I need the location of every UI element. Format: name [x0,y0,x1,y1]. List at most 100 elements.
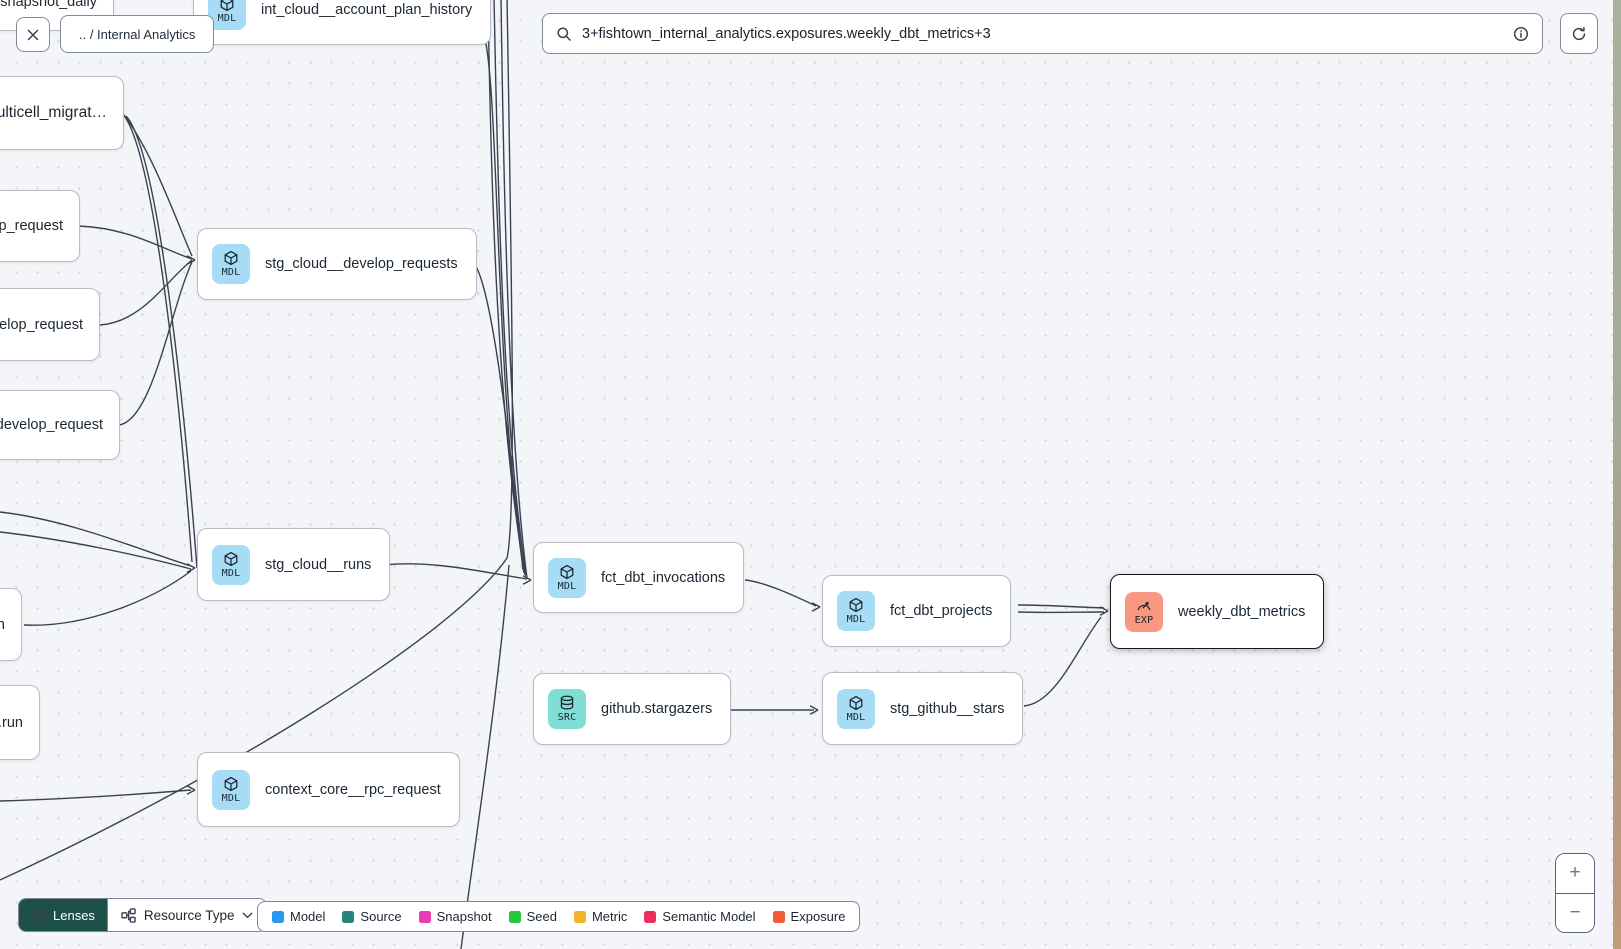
model-badge: MDL [548,557,586,598]
node-label: stg_cloud__develop_requests [265,256,458,272]
edge [460,564,510,949]
model-badge: MDL [837,688,875,729]
model-cube-icon [224,551,238,566]
model-cube-icon [849,695,863,710]
model-badge: MDL [837,591,875,631]
info-icon[interactable] [1513,26,1529,42]
node-label: stg_cloud__runs [265,556,372,573]
resource-type-sitemap-icon [121,907,136,923]
search-query: 3+fishtown_internal_analytics.exposures.… [582,25,991,42]
close-button[interactable] [16,17,50,52]
edge [120,111,193,563]
node-context-core-rpc-request[interactable]: MDL context_core__rpc_request [197,752,460,827]
node-label: weekly_dbt_metrics [1178,603,1306,620]
source-swatch [342,910,355,923]
model-cube-icon [224,776,238,791]
node-stg-cloud-develop-requests[interactable]: MDL stg_cloud__develop_requests [197,228,477,300]
edge [0,511,192,567]
refresh-icon [1572,26,1586,40]
node-label: p_request [0,218,63,234]
edge [99,259,193,326]
node-int-cloud-account-plan-history[interactable]: MDL int_cloud__account_plan_history [193,0,492,45]
edge [493,0,527,577]
source-database-icon [560,695,574,710]
edge [744,579,817,607]
source-badge: SRC [548,689,586,729]
seed-swatch [508,910,521,923]
node-weekly-dbt-metrics[interactable]: EXP weekly_dbt_metrics [1110,574,1325,649]
node-fct-dbt-projects[interactable]: MDL fct_dbt_projects [822,575,1012,647]
edge [0,789,192,802]
lenses-button[interactable]: Lenses [19,899,107,931]
lenses-toolbar: Lenses Resource Type [18,898,268,932]
legend-item-source: Source [342,909,402,924]
node-multicell-migrat[interactable]: multicell_migrat… [0,76,124,150]
node-label: snapshot_daily [0,0,97,10]
edge [500,0,528,579]
close-icon [27,29,39,40]
legend-item-model: Model [272,909,325,924]
zoom-in-button[interactable]: + [1556,854,1594,894]
node-label: fct_dbt_invocations [601,569,726,586]
resource-type-button[interactable]: Resource Type [106,899,267,931]
model-cube-icon [224,250,238,266]
lenses-aperture-icon [31,908,46,922]
edge [23,570,192,626]
resource-type-legend: Model Source Snapshot Seed Metric Semant… [257,901,861,932]
search-icon [557,26,571,41]
node-label: stg_github__stars [890,700,1005,717]
edge [468,258,524,571]
node-develop-request[interactable]: develop_request [0,390,120,460]
node-velop-request[interactable]: velop_request [0,288,100,361]
chevron-down-icon [243,912,253,918]
breadcrumb[interactable]: .. / Internal Analytics [60,15,215,53]
resource-type-label: Resource Type [143,907,235,923]
metric-swatch [573,910,586,923]
edge [1017,604,1105,609]
desktop-wallpaper-sliver [1613,0,1621,949]
edge [0,531,192,570]
node-github-stargazers[interactable]: SRC github.stargazers [533,673,732,745]
node-label: github.stargazers [601,701,713,717]
edge [482,29,525,574]
breadcrumb-label: .. / Internal Analytics [79,26,196,42]
snapshot-swatch [418,910,431,923]
node-run-partial[interactable]: .run [0,685,40,760]
legend-item-seed: Seed [508,909,557,924]
node-label: velop_request [0,316,83,333]
exposure-gauge-icon [1137,601,1151,610]
node-p-request[interactable]: p_request [0,190,80,262]
edge [122,113,193,257]
edge [487,0,526,576]
node-label: context_core__rpc_request [265,781,441,798]
edge [125,115,198,569]
refresh-button[interactable] [1560,13,1598,54]
lenses-label: Lenses [53,907,95,923]
exposure-swatch [772,910,785,923]
model-cube-icon [849,597,863,613]
node-label: multicell_migrat… [0,104,107,121]
semantic-model-swatch [644,910,657,923]
edge [77,225,193,260]
legend-item-semantic-model: Semantic Model [644,909,756,924]
node-fct-dbt-invocations[interactable]: MDL fct_dbt_invocations [533,542,745,613]
node-stg-cloud-runs[interactable]: MDL stg_cloud__runs [197,528,391,601]
node-label: int_cloud__account_plan_history [261,1,473,18]
model-swatch [272,910,284,923]
node-stg-github-stars[interactable]: MDL stg_github__stars [822,672,1024,745]
node-label: fct_dbt_projects [890,603,993,619]
node-label: n [0,617,5,633]
legend-item-metric: Metric [573,909,627,924]
edge [384,563,528,580]
exposure-badge: EXP [1125,591,1163,632]
zoom-controls: + − [1555,853,1595,933]
model-badge: MDL [212,544,250,585]
node-n-partial[interactable]: n [0,588,22,661]
edge [1023,616,1102,707]
node-label: .run [0,714,23,731]
zoom-out-button[interactable]: − [1556,893,1594,932]
search-input[interactable]: 3+fishtown_internal_analytics.exposures.… [542,13,1543,54]
model-badge: MDL [212,244,250,284]
legend-item-snapshot: Snapshot [418,909,492,924]
